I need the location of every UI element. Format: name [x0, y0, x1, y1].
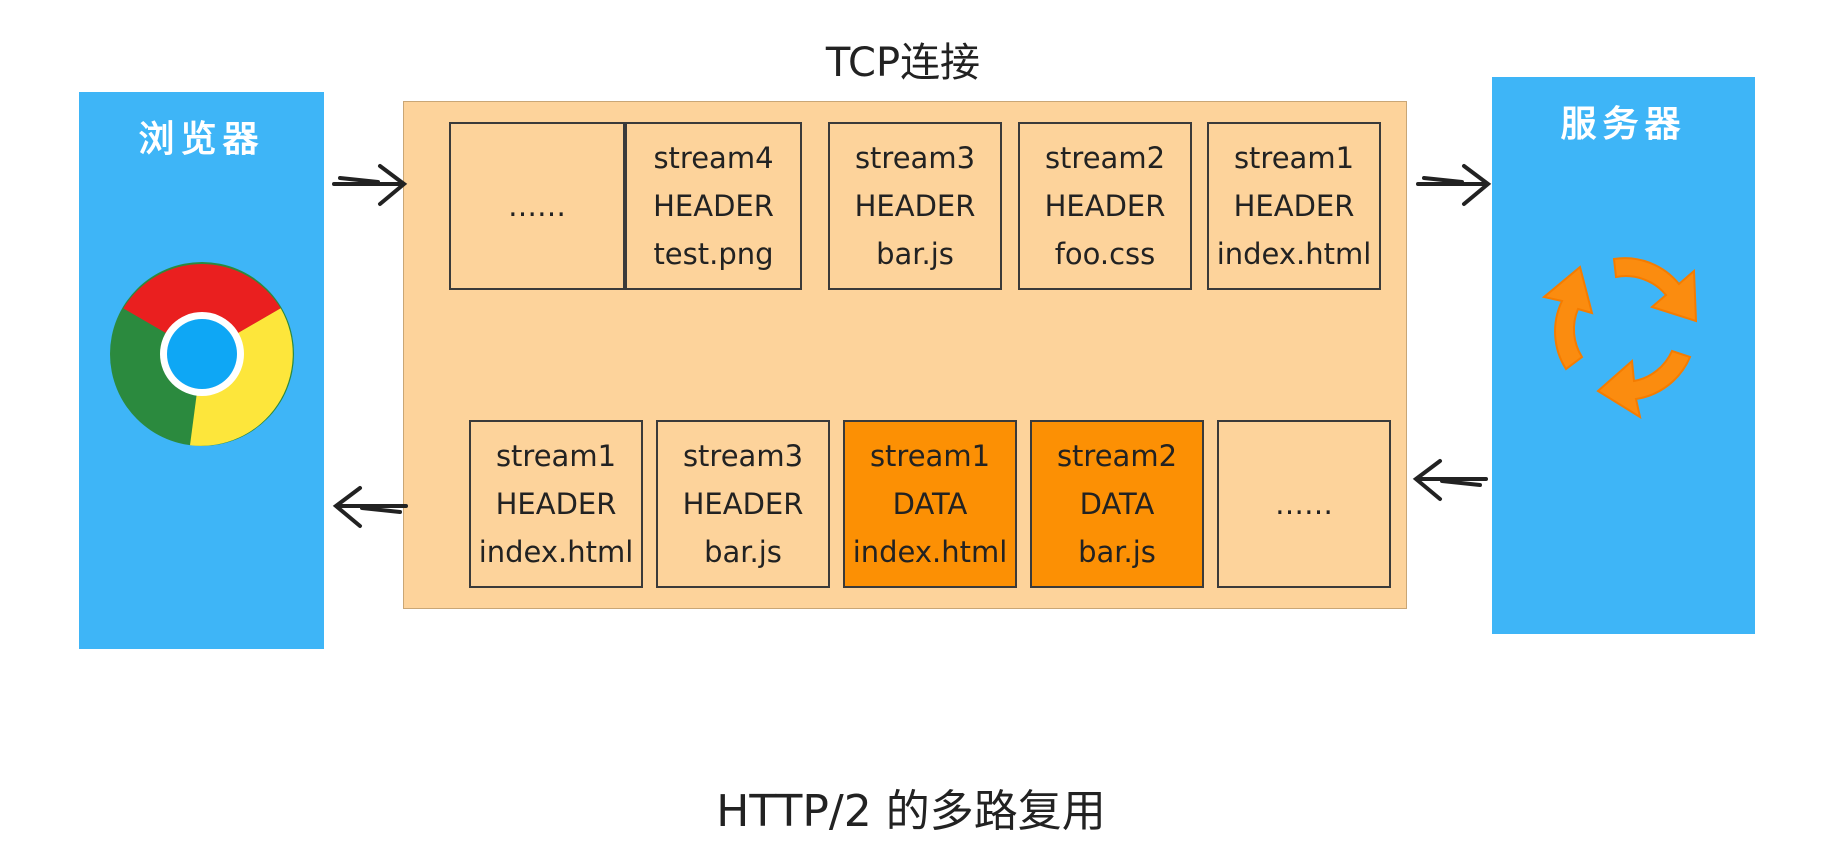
frame-stream: stream1: [869, 439, 991, 473]
arrow-left-icon: [1412, 459, 1488, 501]
frame-stream: stream2: [1044, 141, 1166, 175]
response-frame-data: stream1 DATA index.html: [843, 420, 1017, 588]
frame-type: HEADER: [854, 189, 976, 223]
arrow-right-icon: [1416, 164, 1492, 206]
frame-line: ……: [508, 189, 566, 223]
frame-stream: stream4: [653, 141, 774, 175]
frame-type: HEADER: [495, 487, 617, 521]
frame-resource: bar.js: [704, 535, 782, 569]
response-frame-data: stream2 DATA bar.js: [1030, 420, 1204, 588]
frame-type: HEADER: [682, 487, 804, 521]
frame-resource: bar.js: [1078, 535, 1156, 569]
response-frame: stream1 HEADER index.html: [469, 420, 643, 588]
response-frame: stream3 HEADER bar.js: [656, 420, 830, 588]
browser-panel: 浏览器: [79, 92, 324, 649]
arrow-right-icon: [332, 164, 408, 206]
frame-resource: index.html: [478, 535, 634, 569]
request-frame: stream1 HEADER index.html: [1207, 122, 1381, 290]
frame-stream: stream1: [495, 439, 617, 473]
figure-caption: HTTP/2 的多路复用: [716, 786, 1106, 837]
frame-type: DATA: [892, 487, 968, 521]
frame-type: HEADER: [1044, 189, 1166, 223]
frame-type: DATA: [1079, 487, 1155, 521]
frame-resource: index.html: [852, 535, 1008, 569]
frame-stream: stream3: [854, 141, 976, 175]
server-panel: 服务器: [1492, 77, 1755, 634]
frame-type: HEADER: [1233, 189, 1355, 223]
frame-stream: stream2: [1056, 439, 1178, 473]
frame-line: ……: [1275, 487, 1333, 521]
request-frame: ……: [449, 122, 625, 290]
tcp-connection-label: TCP连接: [825, 40, 981, 86]
frame-resource: test.png: [653, 237, 774, 271]
request-frame: stream3 HEADER bar.js: [828, 122, 1002, 290]
chrome-logo-icon: [110, 262, 294, 446]
request-frame: stream4 HEADER test.png: [625, 122, 802, 290]
frame-type: HEADER: [653, 189, 774, 223]
frame-stream: stream1: [1233, 141, 1355, 175]
frame-resource: index.html: [1216, 237, 1372, 271]
arrow-left-icon: [332, 486, 408, 528]
browser-title: 浏览器: [138, 119, 265, 160]
frame-resource: bar.js: [876, 237, 954, 271]
frame-resource: foo.css: [1054, 237, 1156, 271]
sync-arrows-icon: [1541, 257, 1698, 419]
response-frame: ……: [1217, 420, 1391, 588]
frame-stream: stream3: [682, 439, 804, 473]
server-title: 服务器: [1560, 104, 1687, 145]
request-frame: stream2 HEADER foo.css: [1018, 122, 1192, 290]
